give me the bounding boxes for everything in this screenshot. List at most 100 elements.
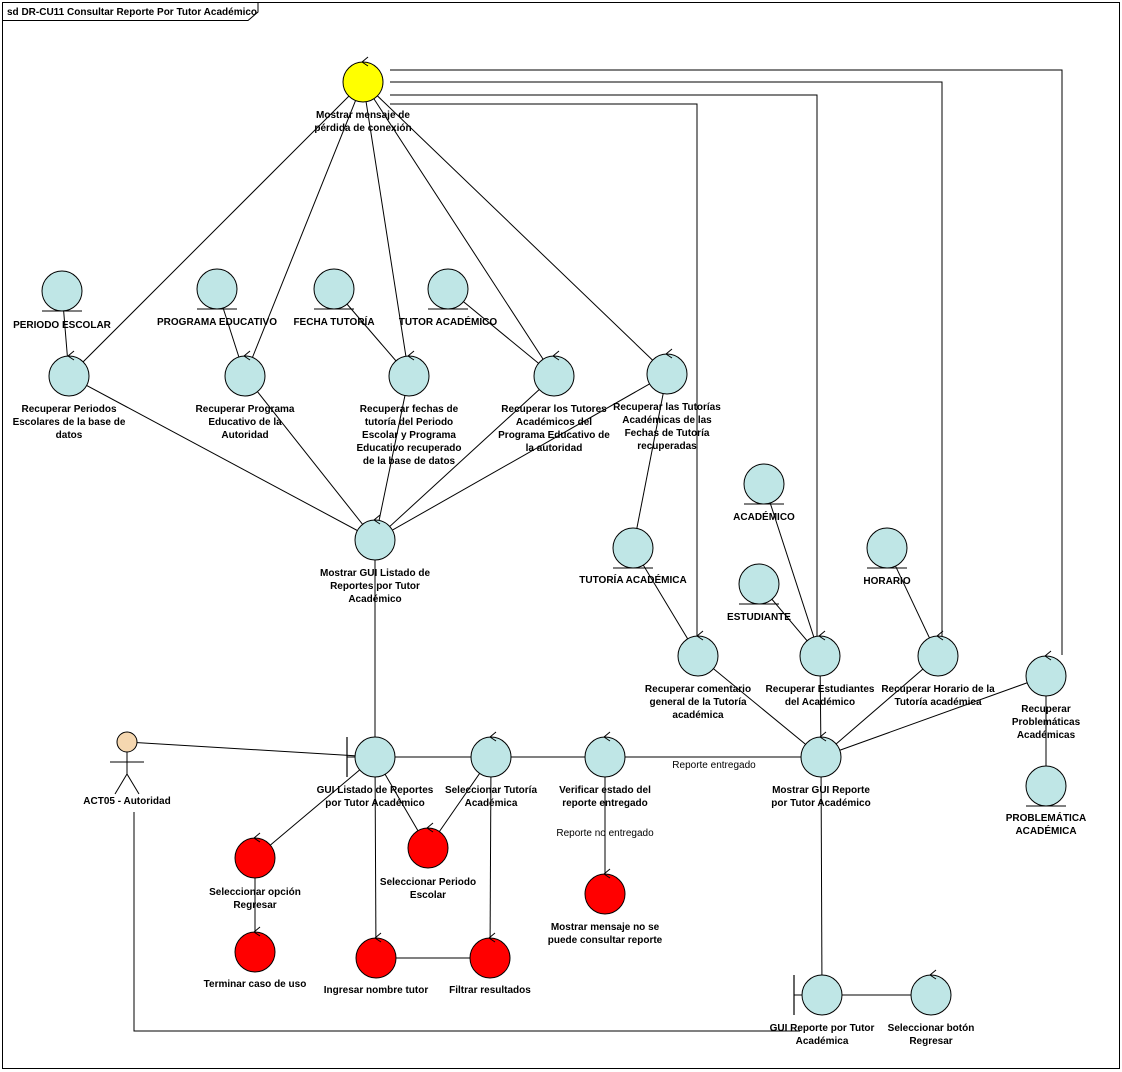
c_rec_tutores-label-line: Recuperar los Tutores [501, 404, 607, 415]
actor-label-line: ACT05 - Autoridad [83, 796, 170, 807]
entity-icon [743, 463, 785, 505]
entity-icon [1025, 765, 1067, 807]
entity-e_tutoria[interactable]: TUTORÍA ACADÉMICA [579, 527, 687, 586]
c_rec_tutorias-label-line: recuperadas [637, 441, 697, 452]
edge-c_rec_periodos-c_gui_listado_show [68, 375, 376, 541]
control-c_filtrar[interactable]: Filtrar resultados [449, 932, 531, 996]
c_rec_problematicas-label-line: Problemáticas [1012, 717, 1081, 728]
entity-icon [738, 563, 780, 605]
c_terminar-label-line: Terminar caso de uso [204, 979, 307, 990]
edge-b_gui_listado-c_ingresar_nombre [374, 756, 377, 959]
c_rec_estudiantes-label-line: del Académico [785, 697, 855, 708]
n_msg_conn-label-line: Mostrar mensaje de [316, 110, 410, 121]
c_rec_tutores-label-line: Académicos del [516, 417, 592, 428]
c_gui_reporte_show-label-line: por Tutor Académico [771, 798, 870, 809]
control-icon [917, 635, 959, 677]
edge-label-reporte-no-entregado: Reporte no entregado [556, 828, 654, 839]
control-arrowhead [696, 630, 704, 641]
c_gui_listado_show-label-line: Mostrar GUI Listado de [320, 568, 430, 579]
edge-b_gui_listado-c_sel_regresar [254, 756, 376, 859]
c_rec_horario-label-line: Recuperar Horario de la [881, 684, 995, 695]
entity-e_estudiante[interactable]: ESTUDIANTE [727, 563, 791, 623]
control-icon [584, 736, 626, 778]
control-arrowhead [243, 350, 251, 361]
entity-e_fecha[interactable]: FECHA TUTORÍA [293, 268, 375, 328]
control-arrowhead [1044, 650, 1052, 661]
c_rec_fechas-label-line: Educativo recuperado [356, 443, 461, 454]
edge-c_rec_tutores-c_gui_listado_show [374, 375, 555, 541]
entity-e_horario[interactable]: HORARIO [863, 527, 911, 587]
c_rec_programa-label-line: Recuperar Programa [196, 404, 295, 415]
control-icon [234, 931, 276, 973]
edge-c_rec_comentario-c_gui_reporte_show [697, 655, 822, 758]
entity-e_tutor[interactable]: TUTOR ACADÉMICO [399, 268, 498, 328]
edge-n_msg_conn-c_rec_estudiantes [390, 94, 818, 636]
e_fecha-label-line: FECHA TUTORÍA [293, 315, 374, 328]
e_periodo-label-line: PERIODO ESCOLAR [13, 320, 112, 331]
control-c_rec_horario[interactable]: Recuperar Horario de la Tutoría académica [881, 630, 995, 708]
control-icon [48, 355, 90, 397]
control-arrowhead [426, 822, 434, 833]
c_rec_problematicas-label-line: Académicas [1017, 730, 1076, 741]
c_ingresar_nombre-label-line: Ingresar nombre tutor [324, 985, 429, 996]
entity-icon [313, 268, 355, 310]
c_rec_horario-label-line: Tutoría académica [894, 697, 982, 708]
control-c_gui_reporte_show[interactable]: Mostrar GUI Reporte por Tutor Académico [771, 731, 871, 809]
e_problematica-label-line: ACADÉMICA [1015, 824, 1076, 837]
control-arrowhead [818, 630, 826, 641]
control-c_terminar[interactable]: Terminar caso de uso [204, 926, 307, 990]
c_rec_programa-label-line: Educativo de la [208, 417, 282, 428]
control-arrowhead [603, 868, 611, 879]
edge-n_msg_conn-c_rec_problematicas [390, 69, 1063, 655]
e_horario-label-line: HORARIO [863, 576, 910, 587]
entity-e_programa[interactable]: PROGRAMA EDUCATIVO [157, 268, 277, 328]
control-c_ingresar_nombre[interactable]: Ingresar nombre tutor [324, 932, 429, 996]
edge-c_sel_tutoria-c_filtrar [489, 756, 492, 959]
e_estudiante-label-line: ESTUDIANTE [727, 612, 791, 623]
control-arrowhead [665, 348, 673, 359]
c_verificar-label-line: reporte entregado [562, 798, 648, 809]
actor-autoridad[interactable]: ACT05 - Autoridad [83, 731, 171, 807]
c_rec_comentario-label-line: general de la Tutoría [649, 697, 746, 708]
b_gui_listado-label-line: GUI Listado de Reportes [317, 785, 434, 796]
entity-e_academico[interactable]: ACADÉMICO [733, 463, 795, 523]
c_sel_periodo-label-line: Seleccionar Periodo [380, 877, 476, 888]
edge-c_rec_programa-c_gui_listado_show [244, 375, 376, 541]
c_rec_problematicas-label-line: Recuperar [1021, 704, 1071, 715]
edge-c_rec_horario-c_gui_reporte_show [820, 655, 939, 758]
edge-e_tutoria-c_rec_comentario [632, 547, 699, 657]
control-icon [584, 873, 626, 915]
entity-e_periodo[interactable]: PERIODO ESCOLAR [13, 270, 112, 331]
control-icon [910, 974, 952, 1016]
e_problematica-label-line: PROBLEMÁTICA [1006, 811, 1087, 824]
edge-e_academico-c_rec_estudiantes [763, 483, 821, 657]
frame-tab [2, 2, 259, 21]
c_rec_fechas-label-line: tutoría del Periodo [365, 417, 453, 428]
c_sel_regresar-label-line: Regresar [233, 900, 276, 911]
edge-e_tutor-c_rec_tutores [447, 288, 555, 377]
entity-icon [866, 527, 908, 569]
c_gui_reporte_show-label-line: Mostrar GUI Reporte [772, 785, 870, 796]
edge-label-reporte-entregado: Reporte entregado [672, 760, 756, 771]
control-arrowhead [373, 514, 381, 525]
control-arrowhead [936, 630, 944, 641]
